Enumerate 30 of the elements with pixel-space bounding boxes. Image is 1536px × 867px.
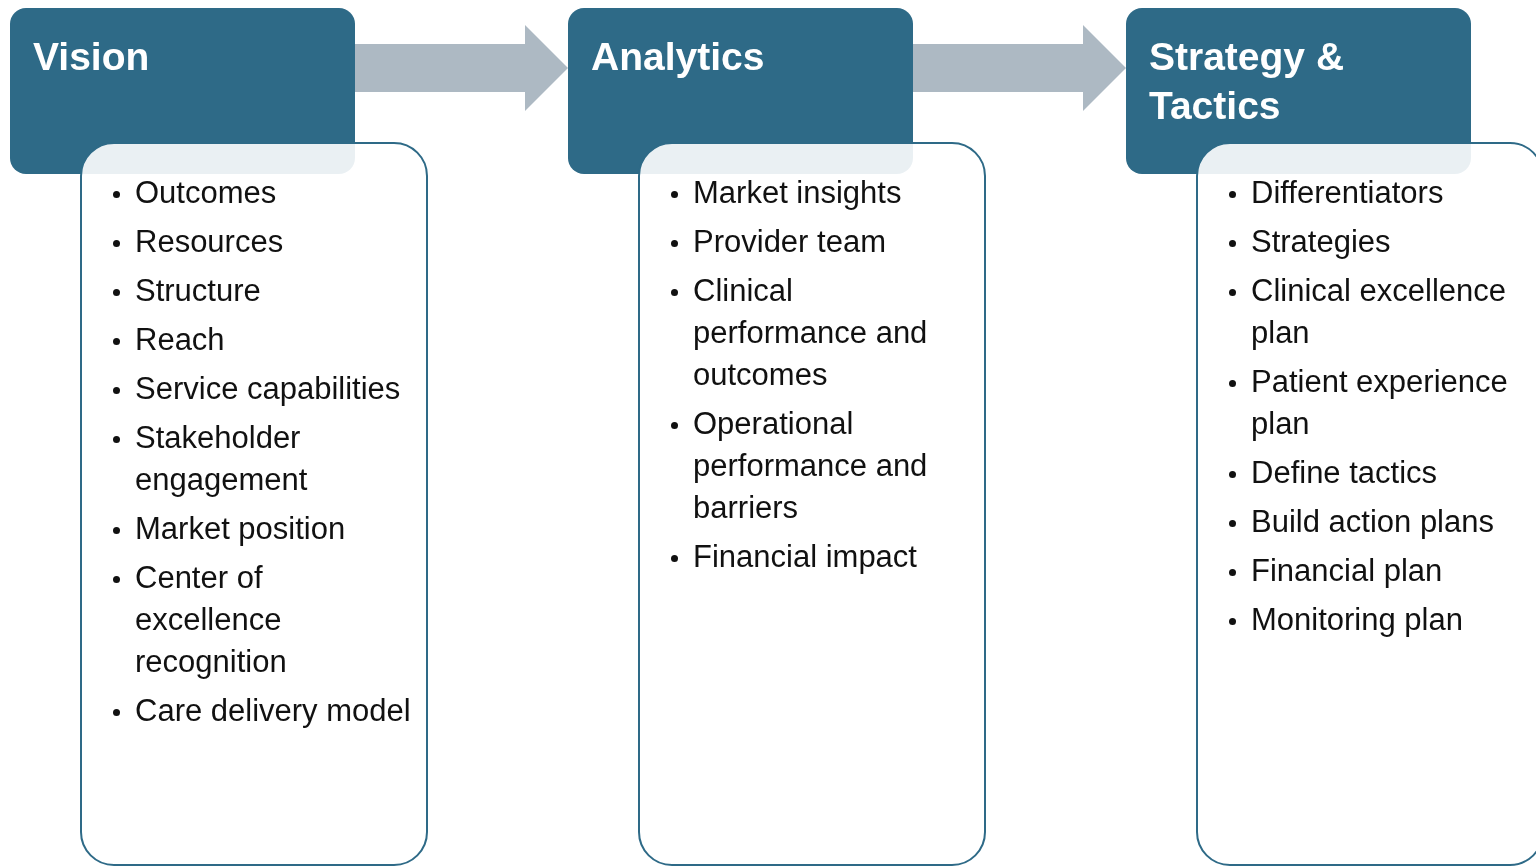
list-item: Center of excellence recognition <box>135 560 287 679</box>
list-item: Clinical performance and outcomes <box>693 273 928 392</box>
list-item: Reach <box>135 322 225 357</box>
list-item: Build action plans <box>1251 504 1494 539</box>
list-item: Service capabilities <box>135 371 401 406</box>
list-item: Outcomes <box>135 175 277 210</box>
block-arrow <box>355 25 568 111</box>
list-item: Strategies <box>1251 224 1391 259</box>
list-item: Monitoring plan <box>1251 602 1463 637</box>
list-item: Stakeholder engagement <box>135 420 308 497</box>
list-item: Clinical excellence plan <box>1251 273 1506 350</box>
list-item: Provider team <box>693 224 886 259</box>
list-item: Market insights <box>693 175 902 210</box>
bullet-list-card <box>638 142 986 866</box>
list-item: Define tactics <box>1251 455 1438 490</box>
list-item: Operational performance and barriers <box>693 406 928 525</box>
header-title: Analytics <box>591 34 766 80</box>
header-title: Strategy & Tactics <box>1149 34 1346 129</box>
list-item: Differentiators <box>1251 175 1444 210</box>
list-item: Resources <box>135 224 284 259</box>
list-item: Patient experience plan <box>1251 364 1508 441</box>
bullet-list-card <box>1196 142 1536 866</box>
header-title: Vision <box>33 34 151 80</box>
list-item: Structure <box>135 273 261 308</box>
block-arrow <box>913 25 1126 111</box>
list-item: Financial impact <box>693 539 917 574</box>
list-item: Market position <box>135 511 346 546</box>
list-item: Financial plan <box>1251 553 1443 588</box>
list-item: Care delivery model <box>135 693 411 728</box>
bullet-list-card <box>80 142 428 866</box>
